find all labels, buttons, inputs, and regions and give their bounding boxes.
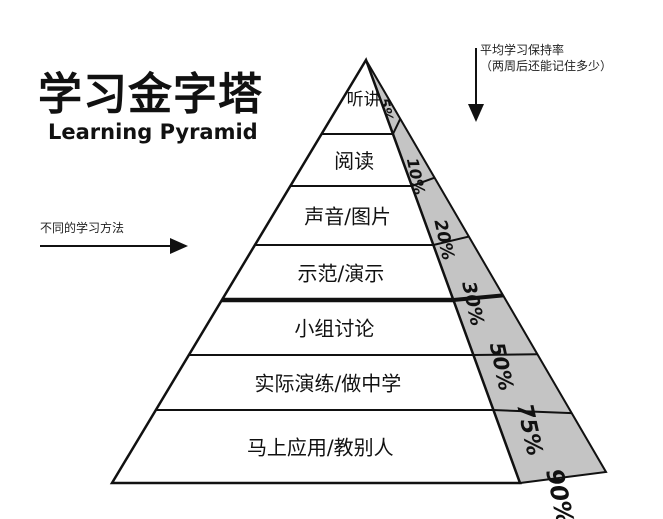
method-label: 小组讨论 [294, 317, 374, 341]
retention-divider [433, 235, 470, 246]
title: 学习金字塔 [38, 69, 263, 120]
method-label: 听讲 [347, 90, 381, 110]
retention-side: 5%10%20%30%50%75%90% [365, 59, 608, 519]
methods-label: 不同的学习方法 [40, 221, 125, 235]
retention-divider [411, 176, 435, 187]
retention-label-line2: （两周后还能记住多少） [480, 59, 613, 73]
method-label: 阅读 [334, 149, 374, 173]
retention-divider [453, 293, 504, 302]
method-label: 实际演练/做中学 [255, 372, 402, 396]
retention-label: 平均学习保持率 （两周后还能记住多少） [480, 42, 612, 74]
retention-label-line1: 平均学习保持率 [480, 43, 565, 57]
method-label: 马上应用/教别人 [247, 436, 394, 460]
subtitle: Learning Pyramid [48, 120, 258, 144]
retention-divider [392, 118, 402, 135]
method-face-outline [109, 57, 522, 485]
method-label: 示范/演示 [298, 262, 385, 286]
method-label: 声音/图片 [304, 205, 391, 229]
retention-divider [473, 353, 538, 356]
retention-divider [493, 409, 572, 415]
